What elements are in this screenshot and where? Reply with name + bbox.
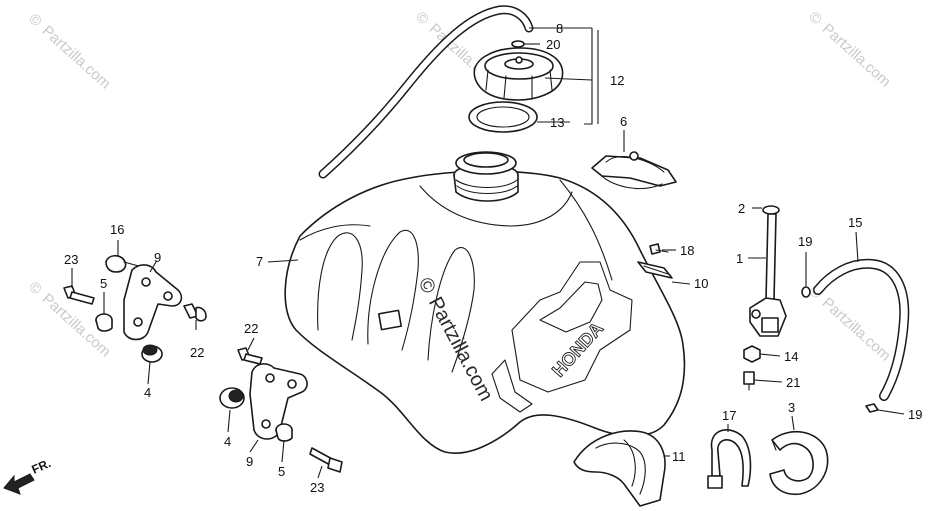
cap-gasket xyxy=(468,101,538,133)
callout-16: 16 xyxy=(110,222,124,237)
callout-2: 2 xyxy=(738,201,745,216)
callout-1: 1 xyxy=(736,251,743,266)
callout-7: 7 xyxy=(256,254,263,269)
watermark-text: Partzilla.com xyxy=(819,294,894,364)
callout-4-upper: 4 xyxy=(144,385,151,400)
fuel-tube xyxy=(813,258,910,401)
callout-23-lower: 23 xyxy=(310,480,324,495)
bolt-23-upper xyxy=(63,285,95,305)
watermark-top-right: © Partzilla.com xyxy=(805,8,894,90)
plate-10 xyxy=(637,261,673,279)
callout-20: 20 xyxy=(546,37,560,52)
watermark-symbol: © xyxy=(25,10,45,30)
clip-19-upper xyxy=(801,286,811,298)
callout-6: 6 xyxy=(620,114,627,129)
callout-13: 13 xyxy=(550,115,564,130)
callout-5-lower: 5 xyxy=(278,464,285,479)
bolt-22-upper xyxy=(183,303,207,322)
grommet-4-upper xyxy=(141,344,163,363)
callout-3: 3 xyxy=(788,400,795,415)
grommet-4-lower xyxy=(219,387,245,409)
clip-19-lower xyxy=(865,403,879,413)
fuel-valve xyxy=(749,205,787,337)
callout-15: 15 xyxy=(848,215,862,230)
fuel-tank: HONDA xyxy=(284,151,686,454)
callout-labels: 8 20 12 13 6 7 16 9 23 5 22 4 22 4 9 5 2… xyxy=(64,21,922,495)
collar-5-lower xyxy=(275,423,293,442)
watermark-symbol: © xyxy=(412,8,432,28)
breather-tube xyxy=(318,5,534,179)
callout-17: 17 xyxy=(722,408,736,423)
callout-5-upper: 5 xyxy=(100,276,107,291)
bracket-9-lower xyxy=(249,363,308,440)
callout-23-upper: 23 xyxy=(64,252,78,267)
callout-9-upper: 9 xyxy=(154,250,161,265)
bolt-21 xyxy=(743,371,755,391)
leader-lines xyxy=(71,27,905,479)
protector-11 xyxy=(573,430,666,507)
watermark-symbol: © xyxy=(25,278,45,298)
watermark-symbol: © xyxy=(805,8,825,28)
bracket-9-upper xyxy=(123,264,183,341)
watermark-text: Partzilla.com xyxy=(39,22,114,92)
callout-12: 12 xyxy=(610,73,624,88)
callout-22-upper: 22 xyxy=(190,345,204,360)
callout-9-lower: 9 xyxy=(246,454,253,469)
band-17 xyxy=(707,429,752,489)
nut-14 xyxy=(743,345,761,363)
washer-20 xyxy=(511,40,525,48)
callout-11: 11 xyxy=(672,449,686,464)
bolt-23-lower xyxy=(309,447,343,473)
collar-5-upper xyxy=(95,313,113,332)
tank-band-6 xyxy=(591,151,677,190)
callout-10: 10 xyxy=(694,276,708,291)
front-direction-label: FR. xyxy=(30,456,53,477)
watermark-top-left: © Partzilla.com xyxy=(25,10,114,92)
front-direction-indicator: FR. xyxy=(3,456,53,495)
bolt-18 xyxy=(649,243,669,255)
callout-18: 18 xyxy=(680,243,694,258)
callout-4-lower: 4 xyxy=(224,434,231,449)
callout-14: 14 xyxy=(784,349,798,364)
bolt-22-lower xyxy=(237,347,263,365)
callout-21: 21 xyxy=(786,375,800,390)
callout-19-lower: 19 xyxy=(908,407,922,422)
fuel-cap xyxy=(473,47,564,101)
front-arrow-icon xyxy=(3,473,35,495)
callout-22-lower: 22 xyxy=(244,321,258,336)
watermark-text: Partzilla.com xyxy=(819,20,894,90)
callout-8: 8 xyxy=(556,21,563,36)
callout-19-upper: 19 xyxy=(798,234,812,249)
guard-3 xyxy=(769,431,829,496)
